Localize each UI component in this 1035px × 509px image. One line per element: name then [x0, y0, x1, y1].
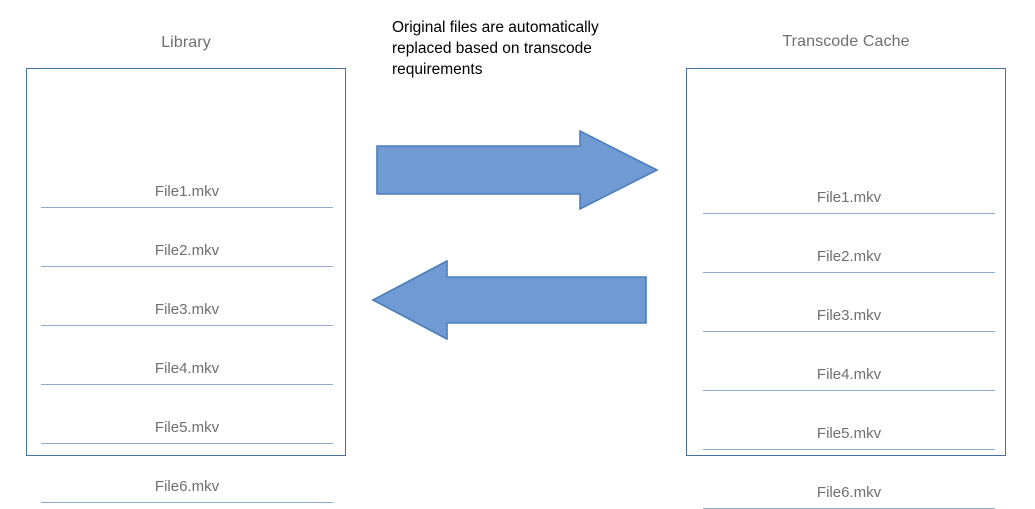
library-file-row[interactable]: File5.mkv — [41, 418, 333, 444]
file-label: File1.mkv — [816, 189, 882, 206]
cache-file-row[interactable]: File4.mkv — [703, 365, 995, 391]
file-label: File5.mkv — [154, 419, 220, 436]
cache-file-row[interactable]: File1.mkv — [703, 188, 995, 214]
file-label: File2.mkv — [816, 248, 882, 265]
library-file-row[interactable]: File4.mkv — [41, 359, 333, 385]
diagram-canvas: Library File1.mkv File2.mkv File3.mkv Fi… — [26, 17, 1006, 509]
file-underline — [703, 213, 995, 214]
file-label: File6.mkv — [816, 484, 882, 501]
library-box: File1.mkv File2.mkv File3.mkv File4.mkv … — [26, 68, 346, 503]
library-file-row[interactable]: File6.mkv — [41, 477, 333, 503]
file-label: File4.mkv — [154, 360, 220, 377]
file-label: File2.mkv — [154, 242, 220, 259]
annotation-line: replaced based on transcode — [392, 40, 592, 57]
library-file-row[interactable]: File3.mkv — [41, 300, 333, 326]
arrow-right-shape — [376, 129, 659, 211]
cache-file-row[interactable]: File3.mkv — [703, 306, 995, 332]
file-underline — [41, 266, 333, 267]
cache-file-row[interactable]: File5.mkv — [703, 424, 995, 450]
file-underline — [41, 502, 333, 503]
library-file-row[interactable]: File1.mkv — [41, 182, 333, 208]
file-underline — [41, 443, 333, 444]
cache-file-row[interactable]: File6.mkv — [703, 483, 995, 509]
arrow-left-shape — [371, 259, 647, 341]
library-file-row[interactable]: File2.mkv — [41, 241, 333, 267]
cache-file-row[interactable]: File2.mkv — [703, 247, 995, 273]
file-underline — [41, 325, 333, 326]
file-underline — [41, 207, 333, 208]
file-underline — [703, 272, 995, 273]
arrow-left-icon — [371, 259, 647, 341]
file-underline — [703, 331, 995, 332]
transcode-cache-title: Transcode Cache — [782, 33, 910, 50]
arrow-right-icon — [376, 129, 659, 211]
file-label: File6.mkv — [154, 478, 220, 495]
file-label: File3.mkv — [154, 301, 220, 318]
annotation-line: requirements — [392, 61, 483, 78]
file-underline — [703, 390, 995, 391]
file-label: File1.mkv — [154, 183, 220, 200]
file-label: File4.mkv — [816, 366, 882, 383]
file-label: File3.mkv — [816, 307, 882, 324]
file-label: File5.mkv — [816, 425, 882, 442]
annotation-text: Original files are automatically replace… — [392, 17, 660, 80]
transcode-cache-box: File1.mkv File2.mkv File3.mkv File4.mkv … — [686, 68, 1006, 509]
library-title: Library — [161, 34, 211, 51]
file-underline — [703, 449, 995, 450]
file-underline — [41, 384, 333, 385]
annotation-line: Original files are automatically — [392, 19, 599, 36]
